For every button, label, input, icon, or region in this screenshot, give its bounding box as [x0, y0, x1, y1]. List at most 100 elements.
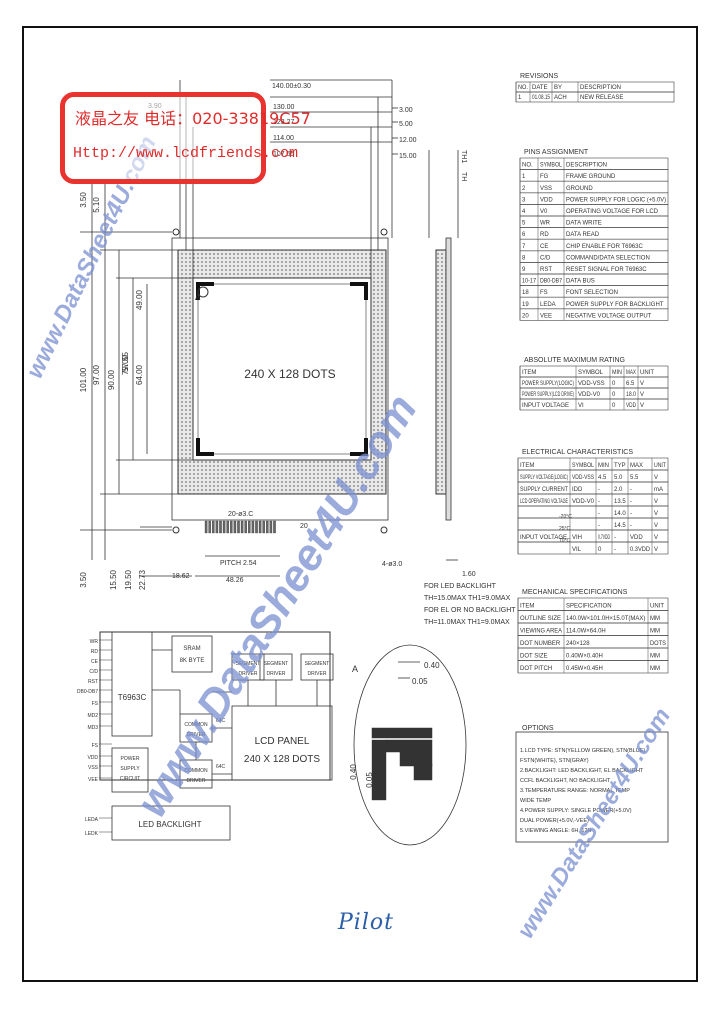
block-pin-4: RST [88, 679, 98, 685]
dim-right-3: 15.00 [399, 153, 417, 160]
dim-top-114: 114.00 [273, 135, 294, 142]
th-note-0: FOR LED BACKLIGHT [424, 583, 497, 590]
pins-table-cell: NO. [522, 163, 533, 169]
electrical-table-title: ELECTRICAL CHARACTERISTICS [522, 449, 633, 456]
abs-max-table-cell: POWER SUPPLY(LCD DRIVE) [522, 392, 574, 398]
dim-pins-20: 20 [300, 523, 308, 530]
th1-label: TH1 [460, 150, 467, 163]
elec-temp-0: -20°C [559, 514, 572, 520]
electrical-table-row [517, 517, 669, 531]
electrical-table-cell: 14.0 [614, 511, 626, 517]
electrical-table-cell: - [614, 547, 616, 553]
electrical-table-cell: V [654, 475, 658, 481]
detail-dot-col [371, 739, 387, 801]
pins-table-cell: RESET SIGNAL FOR T6963C [566, 267, 647, 273]
pin-lead [226, 520, 229, 534]
pins-table-cell: LEDA [540, 302, 556, 308]
detail-dot-3 [413, 763, 433, 781]
options-title: OPTIONS [522, 725, 554, 732]
elec-temp-1: 25°C [559, 526, 571, 532]
pins-table-cell: VEE [540, 313, 552, 319]
electrical-table [517, 457, 669, 555]
led-backlight-block [111, 805, 231, 841]
revisions-table-cell: ACH [554, 95, 567, 101]
pins-table-cell: 10-17 [522, 279, 537, 285]
block-pin-11: VSS [88, 765, 99, 771]
th-note-1: TH=15.0MAX TH1=9.0MAX [424, 595, 511, 602]
led-backlight-label: LED BACKLIGHT [138, 820, 201, 829]
pins-table-cell: VDD [540, 197, 553, 203]
abs-max-table-cell: VDD-V0 [578, 392, 601, 398]
mechanical-table-cell: VIEWING AREA [520, 629, 562, 635]
dim-bottom-1: 15.50 [109, 569, 118, 590]
electrical-table-cell: V [654, 511, 658, 517]
block-pin-5: DB0-DB7 [77, 689, 98, 695]
pins-table-cell: C/D [540, 255, 551, 261]
dim-left-5: 79.00 [121, 354, 130, 375]
mechanical-table-cell: ITEM [520, 604, 534, 610]
options-line-3: CCFL BACKLIGHT, NO BACKLIGHT [520, 778, 611, 784]
dim-18: 18.62 [172, 573, 190, 580]
revisions-table [515, 81, 675, 103]
electrical-table-cell: - [630, 511, 632, 517]
com-label: COMMON [184, 768, 208, 774]
electrical-table-cell: 0.3VDD [630, 547, 651, 553]
electrical-table-cell: - [598, 523, 600, 529]
pilot-logo: Pilot [338, 910, 394, 935]
pins-table-cell: 4 [522, 209, 526, 215]
abs-max-table-cell: V [640, 392, 644, 398]
electrical-table-cell: 2.0 [614, 487, 623, 493]
mount-hole [380, 228, 388, 236]
block-pin-0: WR [90, 639, 99, 645]
detail-a-ellipse [353, 644, 467, 846]
electrical-table-cell: - [630, 523, 632, 529]
electrical-table-cell: VDD-V0 [572, 499, 595, 505]
abs-max-table-cell: POWER SUPPLY(LOGIC) [522, 381, 574, 387]
mount-hole [172, 228, 180, 236]
electrical-table-cell: ITEM [520, 463, 534, 469]
pin-lead [273, 520, 276, 534]
mechanical-table-title: MECHANICAL SPECIFICATIONS [522, 589, 628, 596]
lcd-panel-dots: 240 X 128 DOTS [244, 754, 320, 765]
stamp-url-line: Http://www.lcdfriends.com [73, 145, 299, 162]
revisions-table-cell: 01.08.15 [532, 95, 551, 101]
electrical-table-cell: VIL [572, 547, 582, 553]
detail-dim-3: 0.40 [349, 764, 358, 780]
pin-lead [222, 520, 226, 534]
seg-label: DRIVER [239, 671, 258, 677]
dim-top-140: 140.00±0.30 [272, 83, 311, 90]
pins-table [519, 157, 669, 321]
options-line-0: 1.LCD TYPE: STN(YELLOW GREEN), STN(BLUE) [520, 748, 645, 754]
power-label-1: SUPPLY [120, 766, 140, 772]
electrical-table-cell: 5.0 [614, 475, 623, 481]
mechanical-table-cell: MM [650, 654, 660, 660]
revisions-table-cell: NO. [518, 85, 528, 91]
pins-table-cell: DB0-DB7 [540, 279, 563, 285]
pins-table-cell: RD [540, 232, 549, 238]
options-line-2: 2.BACKLIGHT: LED BACKLIGHT, EL BACKLIGHT [520, 768, 644, 774]
dim-side-holes: 4-ø3.0 [382, 561, 402, 568]
panel-dots-label: 240 X 128 DOTS [244, 367, 335, 381]
electrical-table-cell: 13.5 [614, 499, 626, 505]
mount-hole [172, 526, 180, 534]
electrical-table-cell: - [614, 535, 616, 541]
electrical-table-cell: mA [654, 487, 663, 493]
options-box [515, 731, 669, 843]
abs-max-table-cell: ITEM [522, 370, 536, 376]
abs-max-table [519, 365, 669, 411]
dim-top-130: 130.00 [273, 104, 295, 111]
options-line-5: WIDE TEMP [520, 798, 551, 804]
electrical-table-cell: - [598, 499, 600, 505]
pins-table-cell: DATA BUS [566, 279, 595, 285]
options-line-8: 5.VIEWING ANGLE: 6H, 12H [520, 828, 592, 834]
electrical-table-cell: VDD-VSS [572, 475, 594, 481]
dim-left-4: 90.00 [107, 369, 116, 390]
dim-right-0: 3.00 [399, 107, 413, 114]
pins-table-cell: DESCRIPTION [566, 163, 607, 169]
dim-left-0: 3.50 [79, 192, 88, 208]
pins-table-cell: RST [540, 267, 552, 273]
mechanical-table-cell: MM [650, 666, 660, 672]
pin-lead [240, 520, 244, 534]
electrical-table-cell: V [654, 523, 658, 529]
